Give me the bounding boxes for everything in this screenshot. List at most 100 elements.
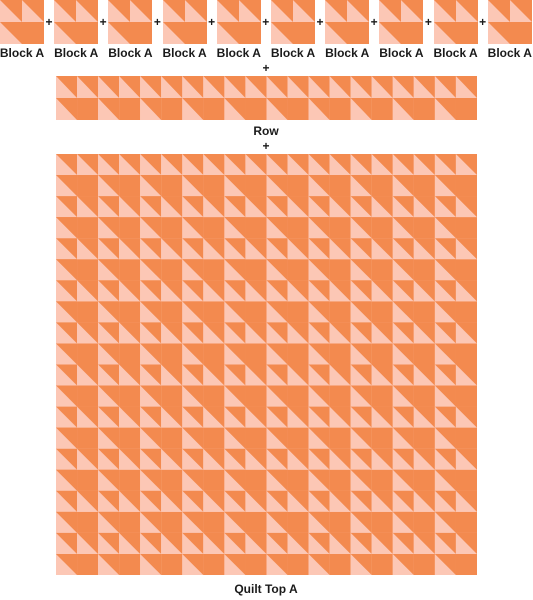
- triangle-dark: [413, 154, 435, 176]
- triangle-light: [182, 490, 204, 512]
- block-a: [487, 0, 532, 44]
- triangle-dark: [392, 385, 414, 407]
- triangle-dark: [98, 427, 120, 449]
- triangle-light: [392, 259, 414, 281]
- triangle-light: [266, 322, 288, 344]
- triangle-dark: [434, 76, 456, 98]
- square-dark: [329, 469, 351, 491]
- triangle-dark: [182, 385, 204, 407]
- triangle-light: [56, 280, 78, 302]
- triangle-light: [77, 280, 99, 302]
- triangle-dark: [329, 280, 351, 302]
- block-a: [224, 448, 267, 491]
- triangle-light: [434, 301, 456, 323]
- square-dark: [161, 98, 183, 120]
- triangle-dark: [56, 322, 78, 344]
- triangle-dark: [266, 322, 288, 344]
- block-a: [434, 280, 477, 323]
- block-a-swatch: [0, 0, 44, 44]
- triangle-dark: [140, 385, 162, 407]
- triangle-light: [350, 532, 372, 554]
- square-dark: [293, 22, 315, 44]
- triangle-dark: [308, 490, 330, 512]
- triangle-dark: [329, 76, 351, 98]
- block-label: Block A: [379, 46, 424, 60]
- block-a: [224, 364, 267, 407]
- triangle-dark: [392, 196, 414, 218]
- block-a: [350, 406, 393, 449]
- block-a: [434, 196, 477, 239]
- triangle-light: [119, 76, 141, 98]
- block-a: [392, 238, 435, 281]
- block-a: [140, 364, 183, 407]
- square-dark: [371, 98, 393, 120]
- triangle-light: [434, 259, 456, 281]
- triangle-light: [56, 196, 78, 218]
- triangle-dark: [140, 490, 162, 512]
- block-a: [140, 76, 183, 120]
- triangle-dark: [182, 532, 204, 554]
- triangle-dark: [371, 490, 393, 512]
- block-a: [308, 76, 351, 120]
- triangle-dark: [413, 490, 435, 512]
- block-a: [434, 322, 477, 365]
- triangle-dark: [401, 0, 424, 22]
- triangle-dark: [350, 154, 372, 176]
- plus-sign: +: [479, 15, 487, 29]
- triangle-dark: [140, 553, 162, 575]
- triangle-dark: [76, 0, 99, 22]
- triangle-dark: [308, 196, 330, 218]
- block-label: Block A: [216, 46, 261, 60]
- square-dark: [184, 22, 207, 44]
- block-a: [266, 448, 309, 491]
- triangle-dark: [287, 406, 309, 428]
- triangle-light: [392, 196, 414, 218]
- block-a: [392, 196, 435, 239]
- triangle-dark: [54, 0, 77, 22]
- square-dark: [455, 469, 477, 491]
- triangle-light: [224, 427, 246, 449]
- square-dark: [245, 175, 267, 197]
- triangle-light: [140, 532, 162, 554]
- triangle-dark: [413, 532, 435, 554]
- triangle-dark: [266, 98, 288, 120]
- triangle-dark: [350, 175, 372, 197]
- square-dark: [161, 553, 183, 575]
- triangle-dark: [224, 427, 246, 449]
- triangle-dark: [140, 217, 162, 239]
- square-dark: [413, 98, 435, 120]
- triangle-dark: [455, 196, 477, 218]
- triangle-light: [245, 532, 267, 554]
- triangle-dark: [182, 490, 204, 512]
- quilt-label: Quilt Top A: [234, 582, 298, 596]
- block-a: [434, 406, 477, 449]
- triangle-dark: [182, 553, 204, 575]
- triangle-light: [350, 280, 372, 302]
- triangle-light: [161, 154, 183, 176]
- triangle-dark: [216, 22, 239, 44]
- triangle-dark: [308, 76, 330, 98]
- triangle-dark: [182, 511, 204, 533]
- triangle-dark: [392, 280, 414, 302]
- triangle-light: [245, 364, 267, 386]
- triangle-dark: [266, 532, 288, 554]
- triangle-light: [329, 238, 351, 260]
- square-dark: [287, 98, 309, 120]
- block-a: [224, 154, 267, 197]
- square-dark: [77, 259, 99, 281]
- block-a: [56, 154, 99, 197]
- block-label: Block A: [108, 46, 153, 60]
- square-dark: [245, 553, 267, 575]
- triangle-dark: [371, 406, 393, 428]
- block-a: [308, 280, 351, 323]
- square-dark: [371, 469, 393, 491]
- block-a: [433, 0, 478, 44]
- triangle-light: [224, 154, 246, 176]
- triangle-dark: [119, 196, 141, 218]
- triangle-dark: [308, 343, 330, 365]
- triangle-dark: [224, 343, 246, 365]
- square-dark: [77, 553, 99, 575]
- triangle-dark: [140, 532, 162, 554]
- block-a-swatch: [54, 0, 99, 44]
- triangle-light: [56, 217, 78, 239]
